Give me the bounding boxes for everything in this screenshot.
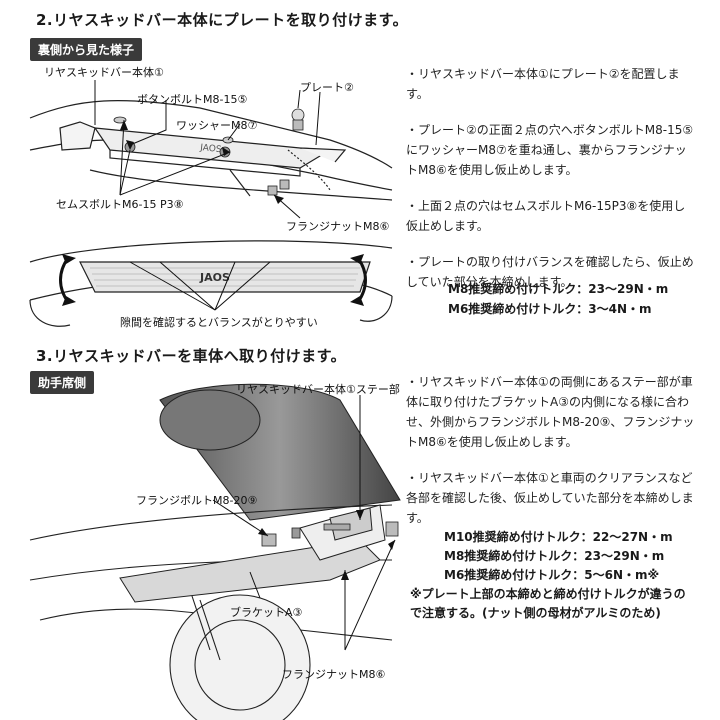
section3-warning: ※プレート上部の本締めと締め付けトルクが違うので注意する。(ナット側の母材がアル… bbox=[410, 587, 686, 620]
callout-washer: ワッシャーM8⑦ bbox=[176, 119, 258, 132]
callout-bracket: ブラケットA③ bbox=[230, 606, 303, 619]
section2-note-3: ・上面２点の穴はセムスボルトM6-15P3⑧を使用し仮止めします。 bbox=[406, 199, 686, 233]
section3-note-1: ・リヤスキッドバー本体①の両側にあるステー部が車体に取り付けたブラケットA③の内… bbox=[406, 375, 695, 449]
section3-note-2: ・リヤスキッドバー本体①と車両のクリアランスなど各部を確認した後、仮止めしていた… bbox=[406, 471, 694, 525]
section3-title: 3.リヤスキッドバーを車体へ取り付けます。 bbox=[36, 347, 347, 365]
section2-note-1: ・リヤスキッドバー本体①にプレート②を配置します。 bbox=[406, 67, 680, 101]
section3-view-tag: 助手席側 bbox=[30, 371, 95, 394]
section2-title: 2.リヤスキッドバー本体にプレートを取り付けます。 bbox=[36, 11, 409, 29]
callout-plate: プレート② bbox=[300, 81, 354, 94]
plate-logo-top: JAOS bbox=[199, 143, 223, 155]
section3-torque-m8: M8推奨締め付けトルク：23〜29N・m bbox=[444, 549, 665, 563]
plate-logo-front: JAOS bbox=[199, 271, 230, 284]
callout-flange-bolt: フランジボルトM8-20⑨ bbox=[136, 494, 258, 507]
section2-view-tag: 裏側から見た様子 bbox=[30, 38, 143, 61]
section2-torque-m6: M6推奨締め付けトルク：3〜4N・m bbox=[448, 302, 652, 316]
callout-button-bolt: ボタンボルトM8-15⑤ bbox=[137, 93, 248, 106]
section2-torque-m8: M8推奨締め付けトルク：23〜29N・m bbox=[448, 282, 669, 296]
callout-sems-bolt: セムスボルトM6-15 P3⑧ bbox=[56, 198, 184, 211]
callout-stay: リヤスキッドバー本体①ステー部 bbox=[236, 383, 400, 396]
callout-gap-note: 隙間を確認するとバランスがとりやすい bbox=[120, 316, 318, 329]
section3-torque-m10: M10推奨締め付けトルク：22〜27N・m bbox=[444, 530, 673, 544]
section2-note-2: ・プレート②の正面２点の穴へボタンボルトM8-15⑤にワッシャーM8⑦を重ね通し… bbox=[406, 123, 694, 177]
section3-torque-m6: M6推奨締め付けトルク：5〜6N・m※ bbox=[444, 568, 660, 582]
section2-note-4: ・プレートの取り付けバランスを確認したら、仮止めしていた部分を本締めします。 bbox=[406, 255, 694, 289]
section3-notes: ・リヤスキッドバー本体①の両側にあるステー部が車体に取り付けたブラケットA③の内… bbox=[406, 372, 696, 528]
callout-flange-nut: フランジナットM8⑥ bbox=[286, 220, 390, 233]
callout-bar-body: リヤスキッドバー本体① bbox=[44, 66, 164, 79]
section2-notes: ・リヤスキッドバー本体①にプレート②を配置します。 ・プレート②の正面２点の穴へ… bbox=[406, 64, 696, 292]
callout-flange-nut-2: フランジナットM8⑥ bbox=[282, 668, 386, 681]
